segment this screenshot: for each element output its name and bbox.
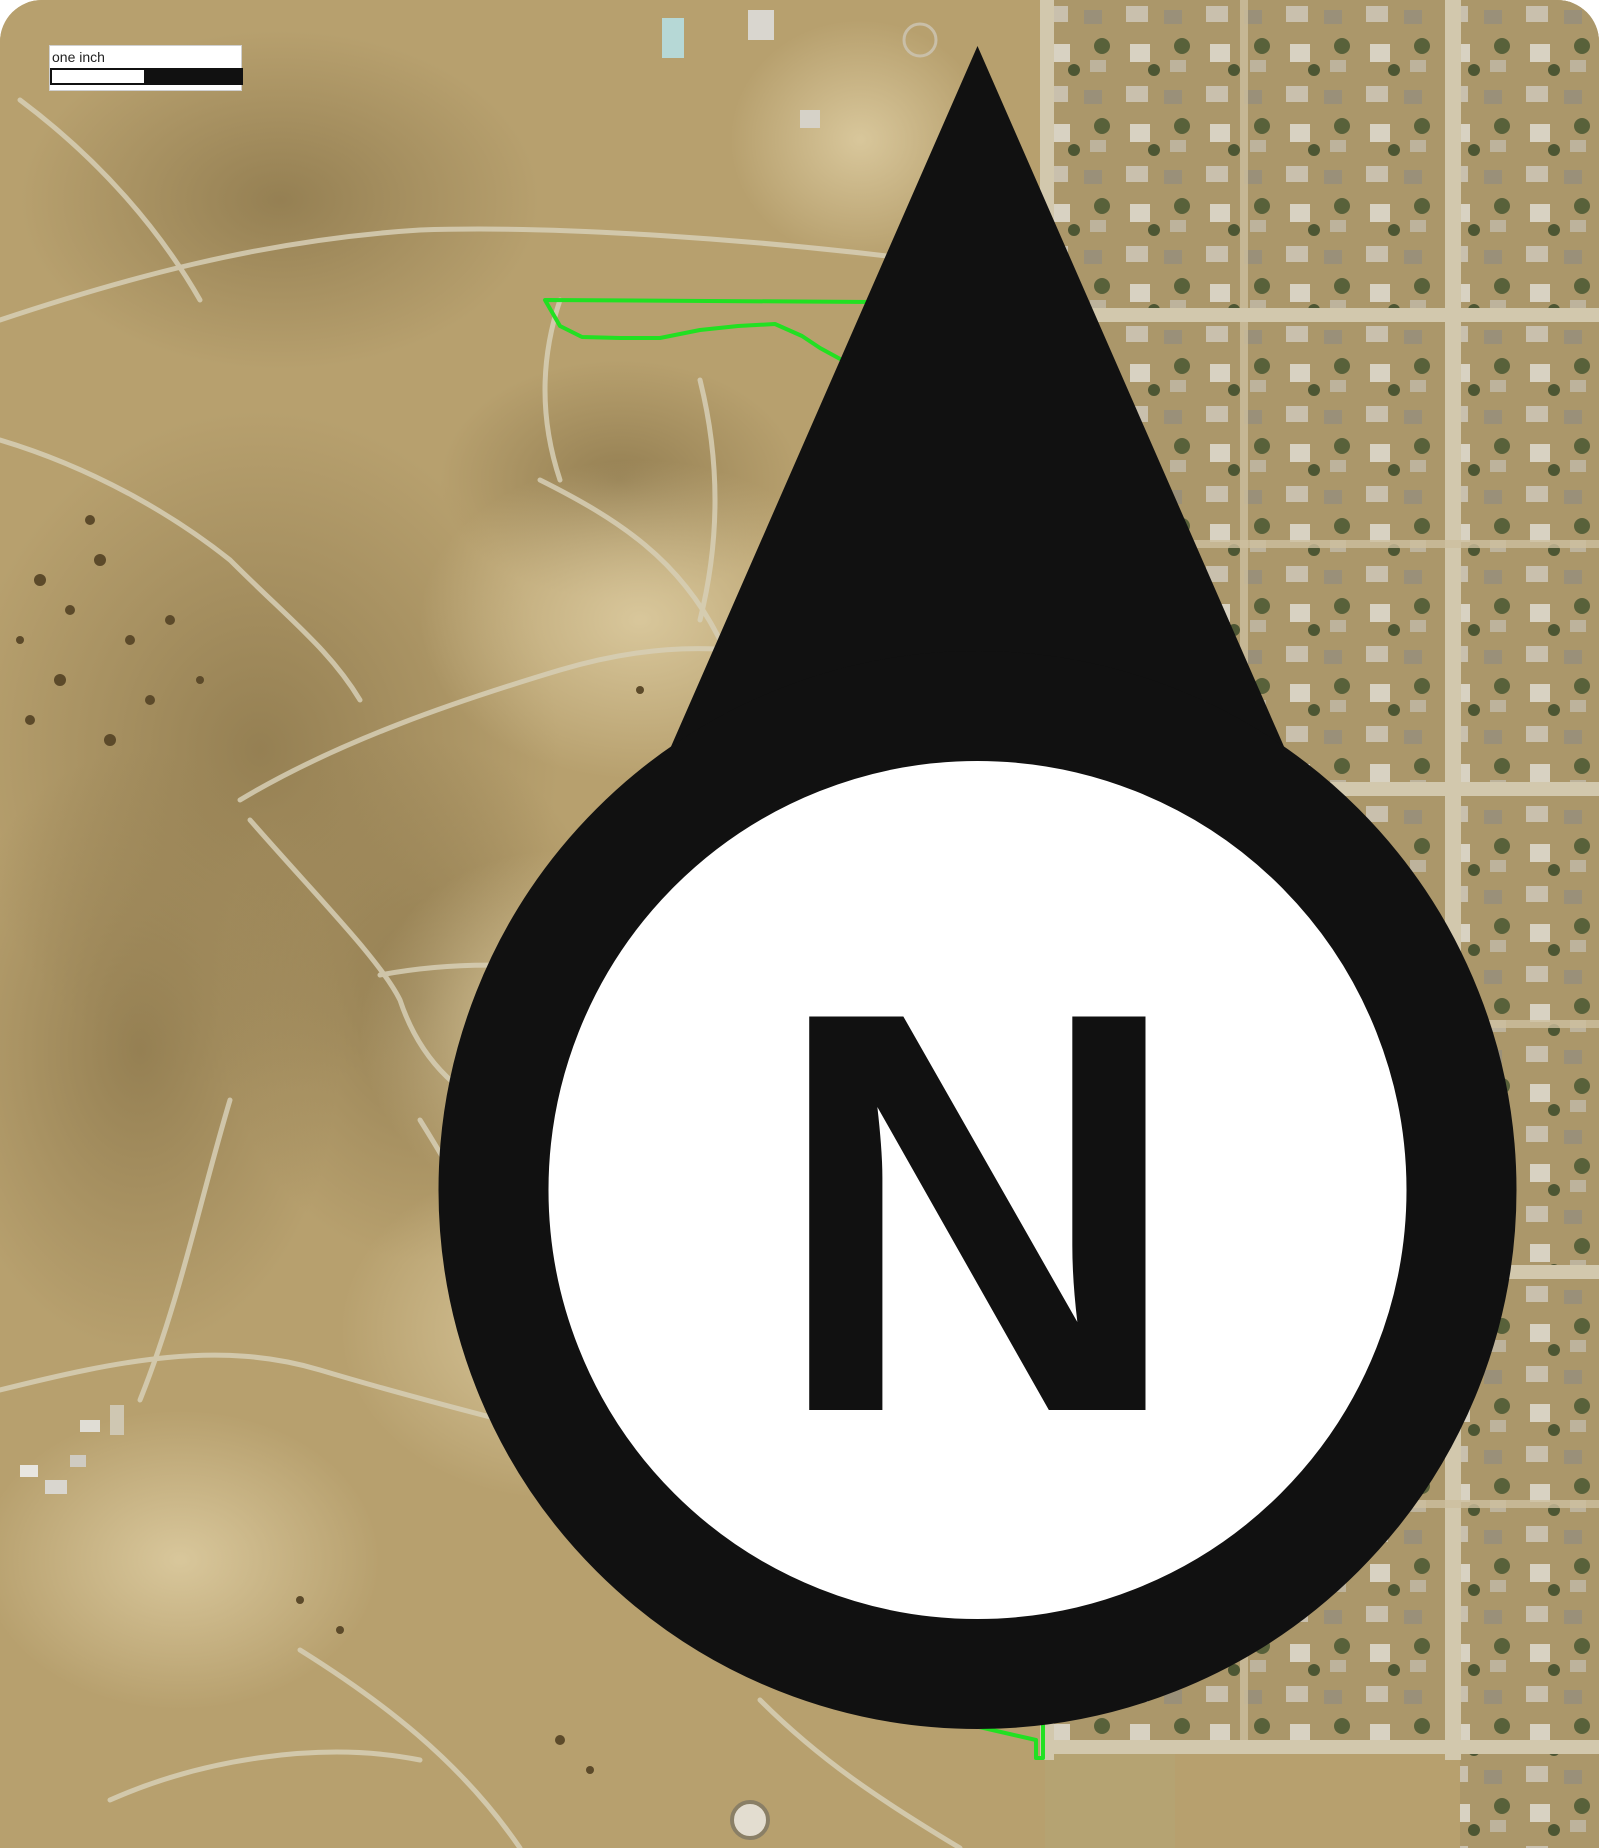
scale-segment-white: [52, 70, 144, 83]
scale-bar-graphic: [50, 68, 243, 85]
scale-segment-black: [144, 70, 241, 83]
scale-bar: one inch N: [49, 45, 1517, 1729]
north-arrow-icon: N: [438, 46, 1517, 1729]
hill-shade: [20, 30, 540, 370]
north-arrow-letter: N: [771, 893, 1184, 1532]
water-tank: [730, 1800, 770, 1840]
shrubs: [16, 515, 704, 1774]
ranch-buildings: [20, 1405, 124, 1494]
alluvial-fan: [0, 1410, 380, 1710]
north-buildings: [662, 10, 938, 128]
scale-bar-label: one inch: [52, 49, 105, 65]
